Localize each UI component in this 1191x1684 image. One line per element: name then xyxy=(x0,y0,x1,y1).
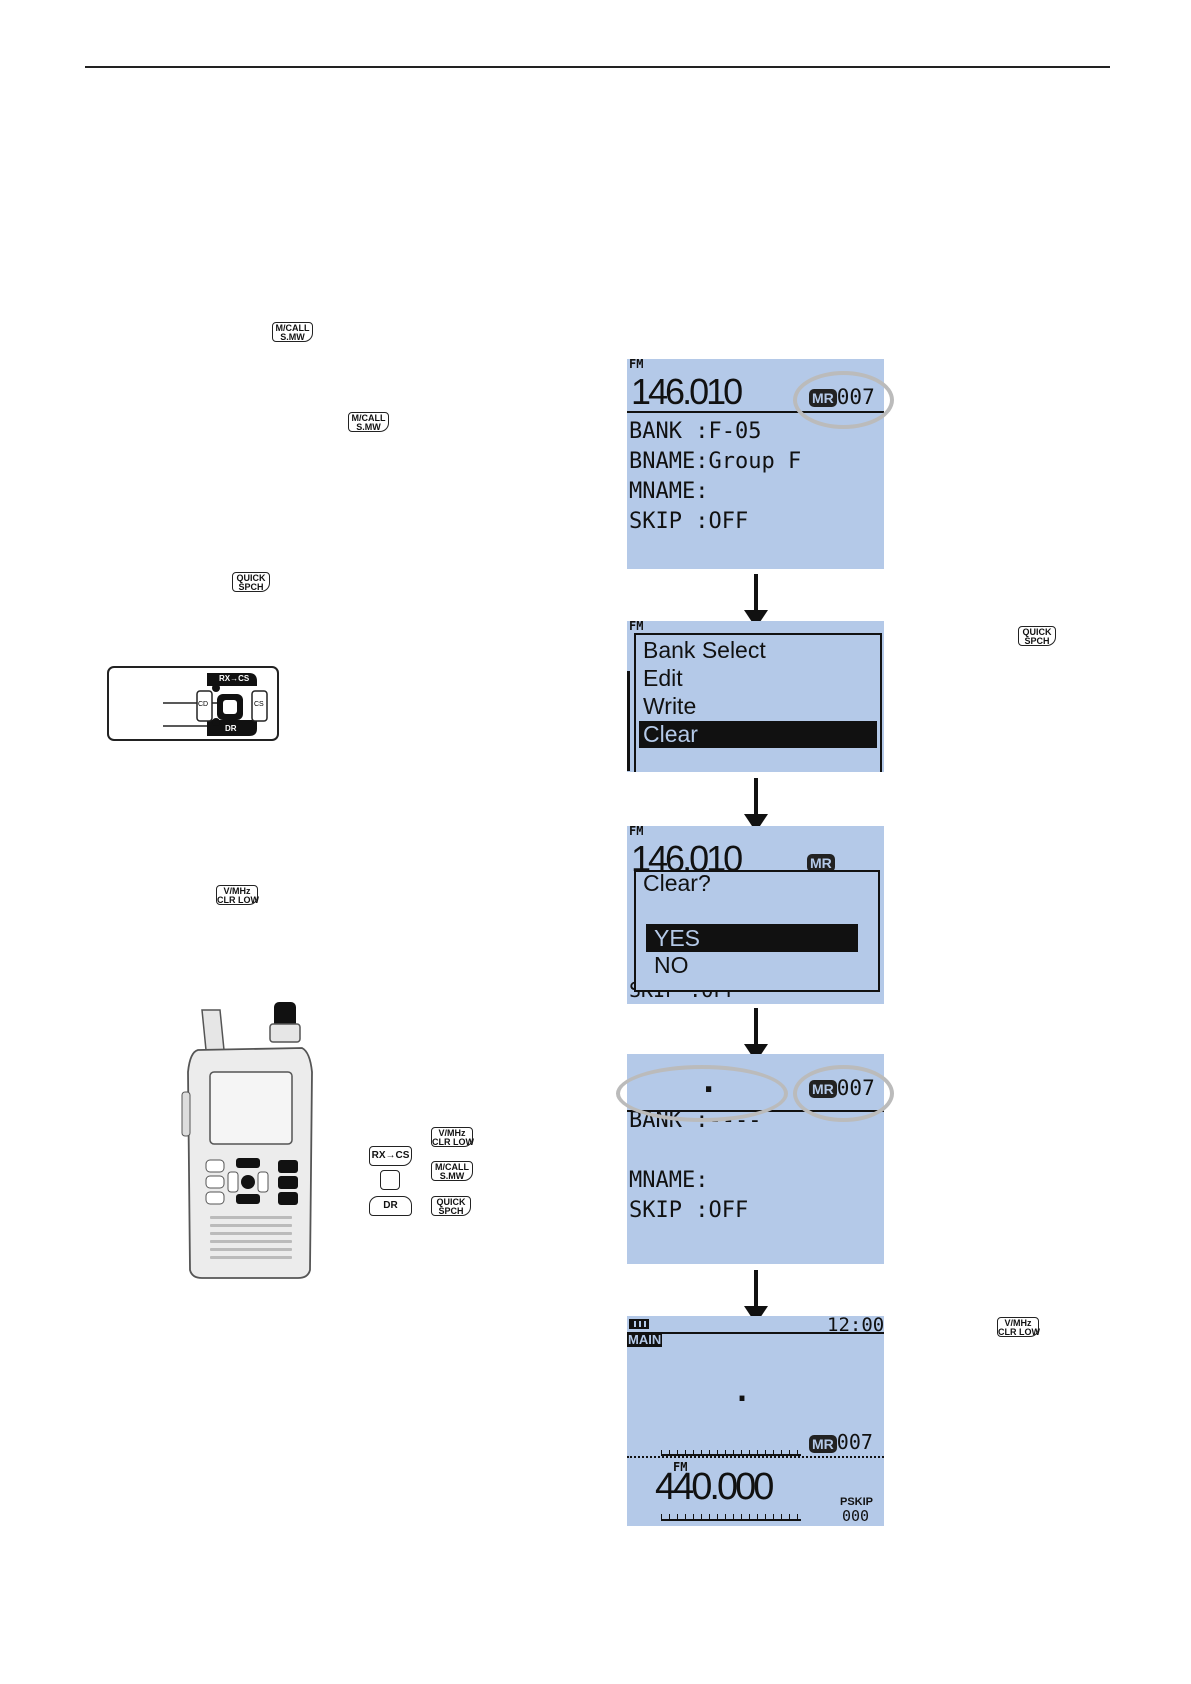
main-band-label: MAIN xyxy=(627,1332,663,1347)
channel-highlight-ellipse xyxy=(793,371,894,429)
cd-key-label: CD xyxy=(198,701,209,708)
frequency-highlight-ellipse xyxy=(616,1065,788,1122)
clear-prompt: Clear? xyxy=(643,870,711,896)
menu-item-bank-select[interactable]: Bank Select xyxy=(643,637,766,663)
mr-badge: MR xyxy=(807,854,835,872)
mode-label: FM xyxy=(673,1460,688,1474)
bname-line: BNAME:Group F xyxy=(629,449,802,474)
dotted-divider xyxy=(627,1456,884,1458)
frequency-display: 146.010 xyxy=(631,371,743,412)
lcd-screen-menu: FM Bank Select Edit Write Clear xyxy=(627,621,884,772)
dr-key-icon: DR xyxy=(369,1196,412,1216)
mode-label: FM xyxy=(629,621,644,633)
sub-frequency-display: 440.000 xyxy=(655,1466,774,1508)
menu-item-write[interactable]: Write xyxy=(643,693,697,719)
flow-arrow xyxy=(744,1008,768,1062)
skip-line: SKIP :OFF xyxy=(629,509,749,534)
lcd-screen-clear-confirm: FM 146.010 MR SKIP :OFF Clear? YES NO xyxy=(627,826,884,1004)
pskip-label: PSKIP xyxy=(840,1496,874,1508)
flow-arrow xyxy=(744,1270,768,1324)
no-option[interactable]: NO xyxy=(654,952,689,978)
clock: 12:00 xyxy=(827,1316,884,1336)
rxcs-key-icon: RX→CS xyxy=(369,1146,412,1166)
flow-arrow xyxy=(744,778,768,832)
keypad-closeup-illustration: RX→CS DR CS CD xyxy=(107,666,279,741)
center-key-icon xyxy=(380,1170,400,1190)
cs-key-label: CS xyxy=(254,701,264,708)
s-meter-scale xyxy=(661,1448,801,1456)
battery-icon xyxy=(629,1319,649,1329)
menu-item-edit[interactable]: Edit xyxy=(643,665,683,691)
yes-option[interactable]: YES xyxy=(646,924,858,952)
mr-badge: MR xyxy=(809,1434,837,1453)
rxcs-key-label: RX→CS xyxy=(219,674,250,683)
pskip-number: 000 xyxy=(842,1507,870,1525)
flow-arrow xyxy=(744,574,768,628)
mname-line: MNAME: xyxy=(629,1168,709,1193)
side-tick xyxy=(627,671,630,771)
mname-line: MNAME: xyxy=(629,479,709,504)
mode-label: FM xyxy=(629,826,644,838)
mode-label: FM xyxy=(629,359,644,371)
blank-frequency-dot: . xyxy=(733,1374,752,1409)
channel-highlight-ellipse xyxy=(793,1065,894,1122)
dr-key-label: DR xyxy=(225,724,237,733)
menu-item-clear[interactable]: Clear xyxy=(639,721,877,748)
divider xyxy=(627,1332,884,1334)
divider xyxy=(627,411,884,413)
header-rule xyxy=(85,66,1110,68)
confirm-dialog: Clear? YES NO xyxy=(634,870,880,992)
skip-line: SKIP :OFF xyxy=(629,1198,749,1223)
sub-s-meter-scale xyxy=(661,1514,801,1521)
bank-line: BANK :F-05 xyxy=(629,419,762,444)
radio-illustration xyxy=(180,1002,320,1282)
menu-panel: Bank Select Edit Write Clear xyxy=(634,633,882,772)
